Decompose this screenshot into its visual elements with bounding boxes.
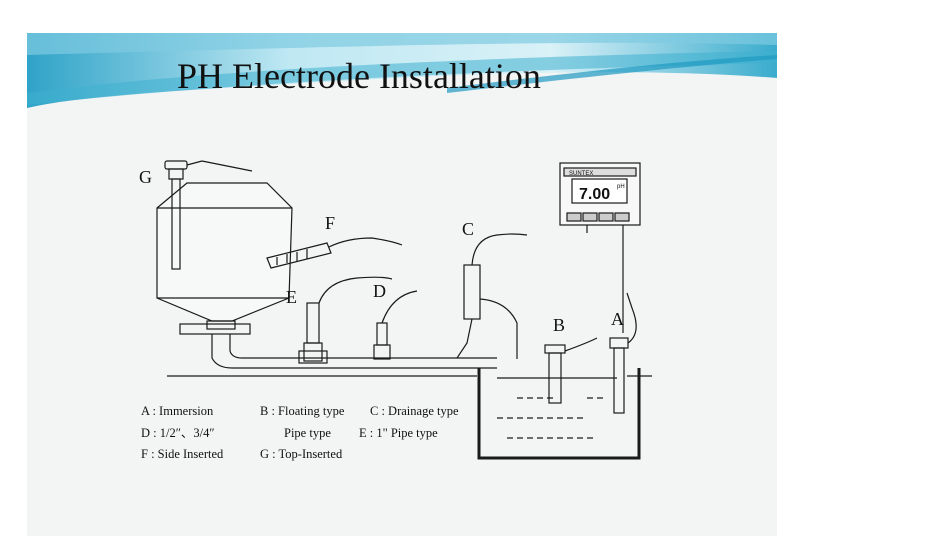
meter-reading: 7.00 bbox=[579, 186, 610, 203]
legend-a: A : Immersion bbox=[141, 404, 214, 418]
legend-d: D : 1/2″、3/4″ bbox=[141, 426, 215, 440]
banner-wave-swoosh bbox=[27, 51, 777, 105]
legend-f: F : Side Inserted bbox=[141, 447, 224, 461]
meter-brand: SUNTEX bbox=[569, 171, 593, 177]
legend-e: E : 1" Pipe type bbox=[359, 426, 438, 440]
slide: PH Electrode Installation G bbox=[27, 33, 777, 536]
ph-meter bbox=[559, 162, 641, 333]
ground-and-basin bbox=[167, 368, 652, 460]
legend-g: G : Top-Inserted bbox=[260, 447, 343, 461]
label-c: C bbox=[462, 219, 474, 239]
legend-d-suffix: Pipe type bbox=[284, 426, 331, 440]
banner bbox=[27, 33, 777, 108]
electrode-a bbox=[609, 292, 637, 414]
page-title: PH Electrode Installation bbox=[177, 56, 541, 96]
electrode-d bbox=[373, 290, 418, 360]
meter-unit: pH bbox=[617, 184, 625, 190]
tank-vessel bbox=[156, 182, 497, 369]
legend-c: C : Drainage type bbox=[370, 404, 459, 418]
label-e: E bbox=[286, 287, 297, 307]
electrode-e bbox=[298, 276, 393, 364]
banner-wave-top bbox=[27, 33, 777, 55]
electrode-f bbox=[266, 237, 403, 269]
label-a: A bbox=[611, 309, 624, 329]
electrode-g bbox=[164, 160, 253, 270]
label-b: B bbox=[553, 315, 565, 335]
electrode-b bbox=[544, 337, 598, 404]
label-f: F bbox=[325, 213, 335, 233]
installation-diagram: G F E D C bbox=[139, 160, 652, 461]
legend-b: B : Floating type bbox=[260, 404, 345, 418]
electrode-c bbox=[456, 233, 528, 359]
banner-wave-streak bbox=[447, 55, 777, 93]
label-d: D bbox=[373, 281, 386, 301]
label-g: G bbox=[139, 167, 152, 187]
